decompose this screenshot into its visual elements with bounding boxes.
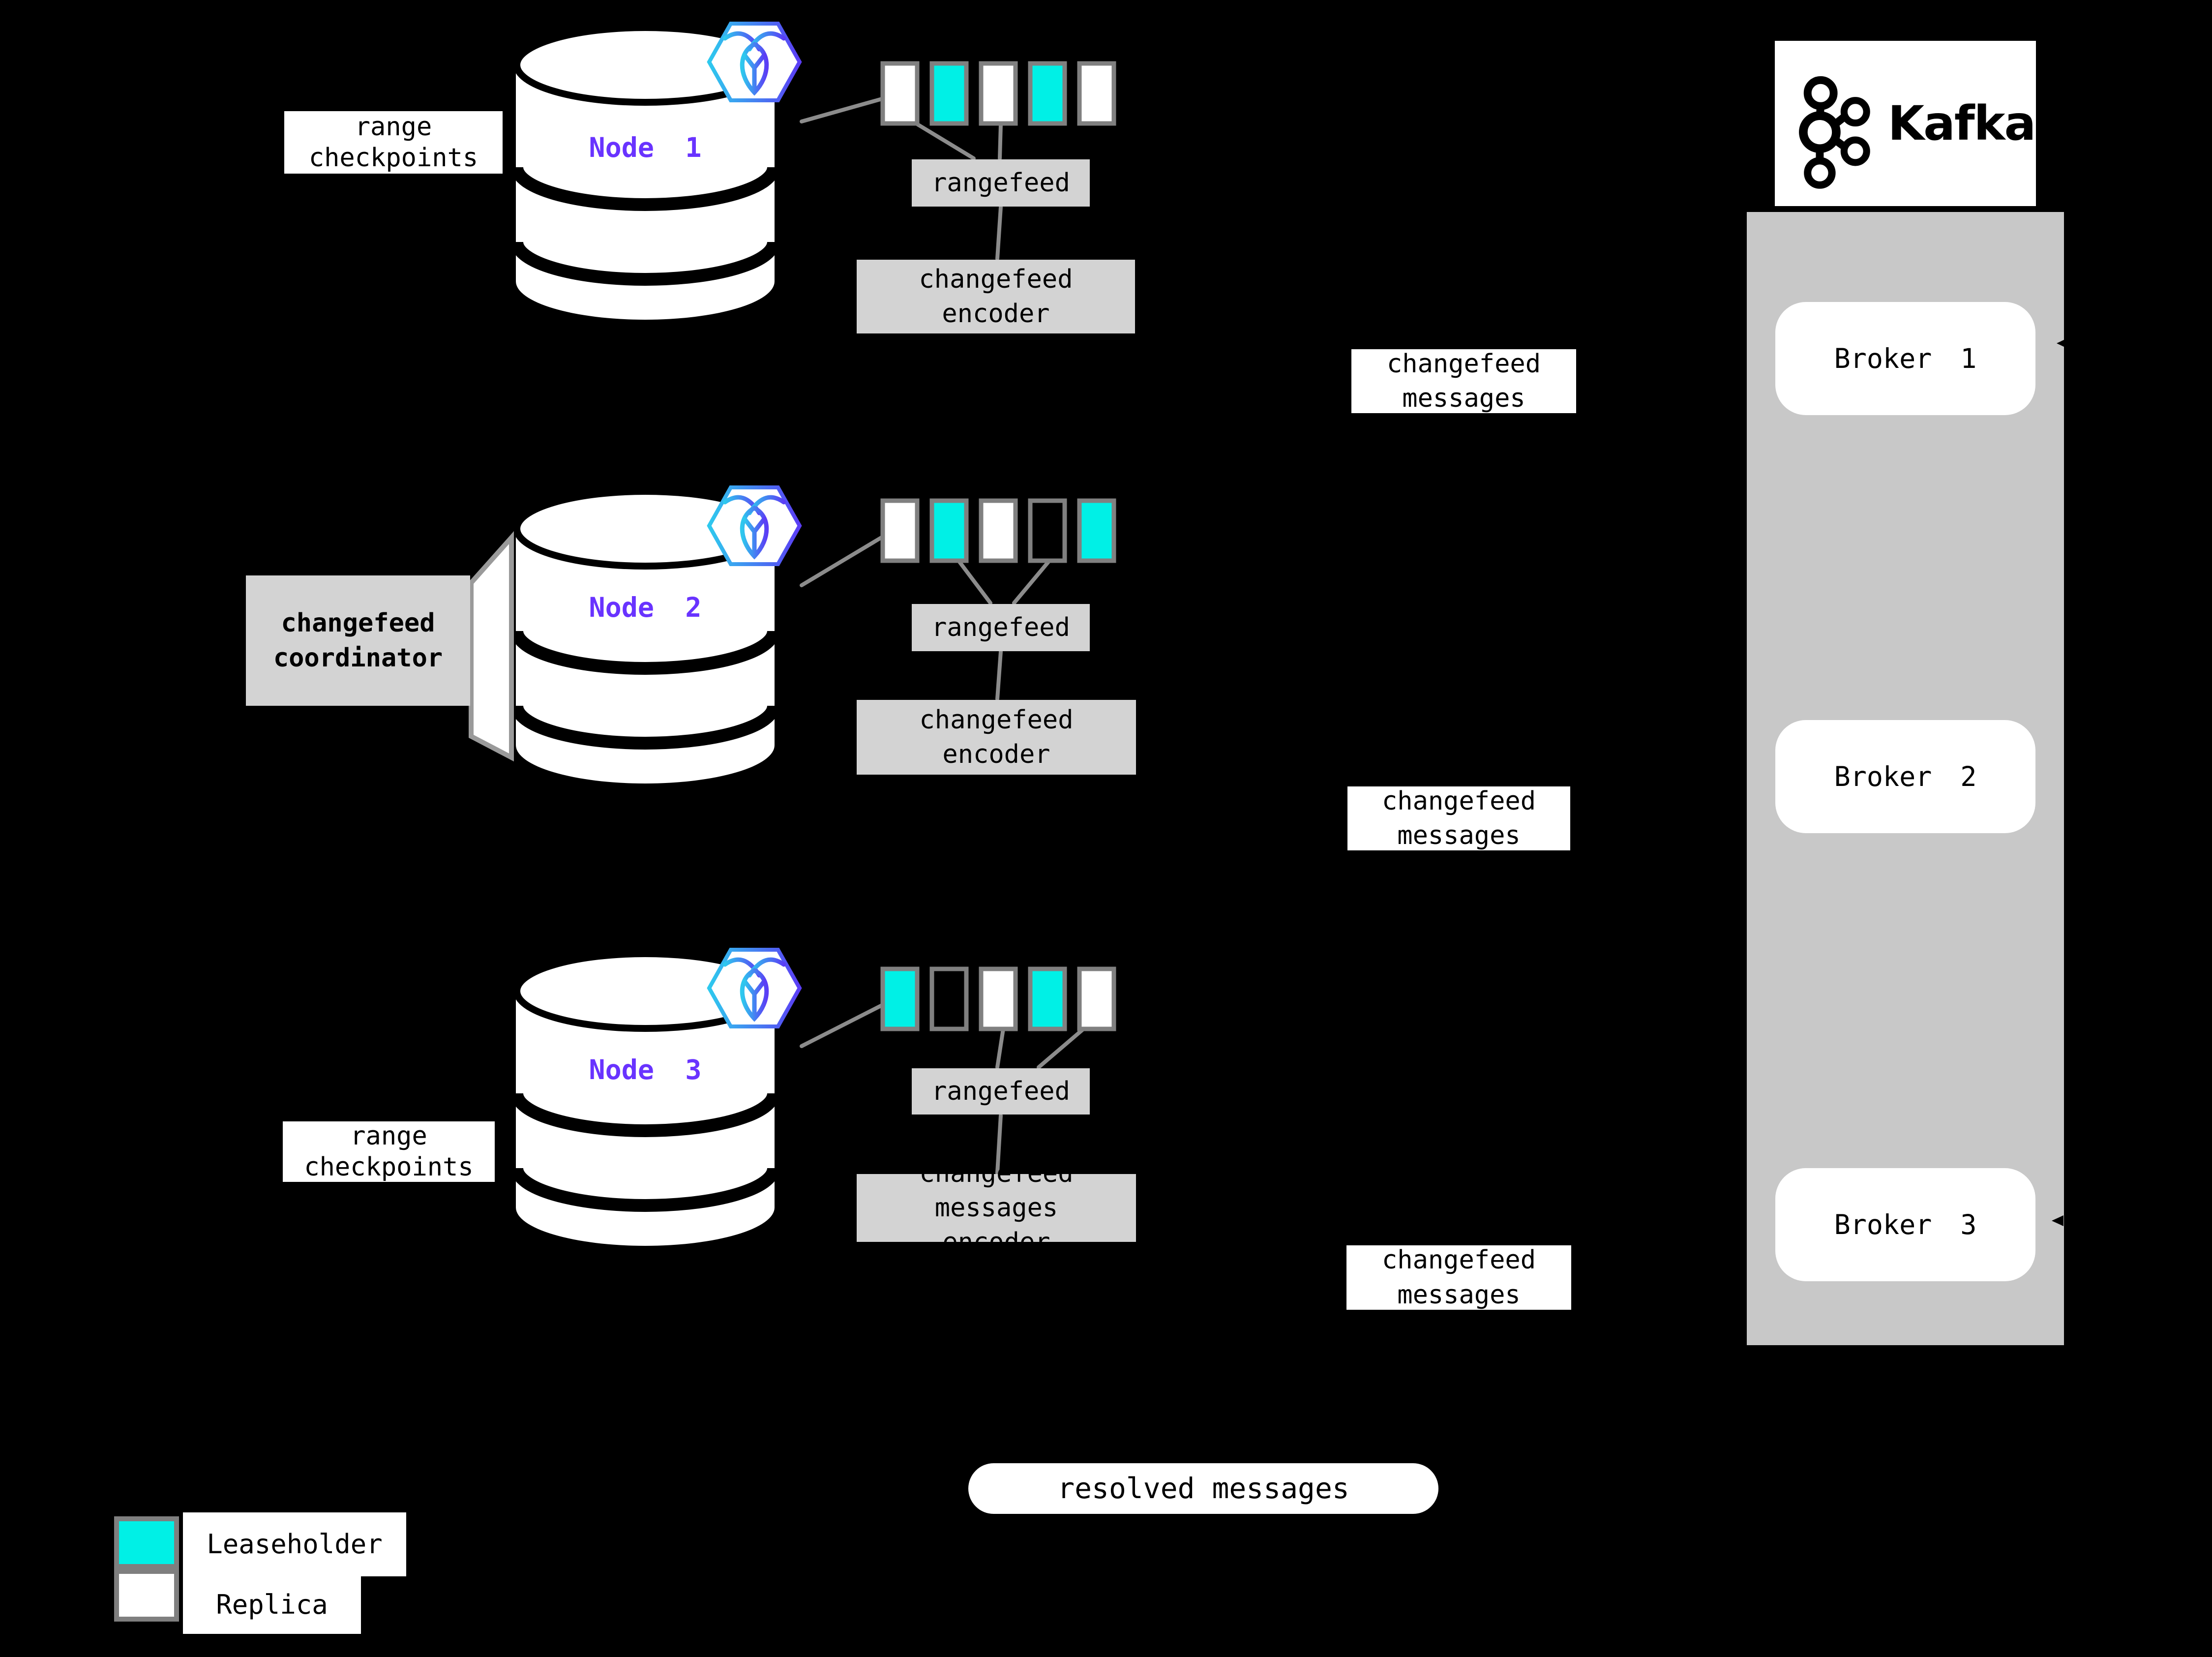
rangefeed-label: rangefeed: [912, 1068, 1090, 1115]
connector-line: [800, 534, 886, 587]
rangefeed-label: rangefeed: [912, 604, 1090, 651]
connector-line: [995, 205, 1003, 261]
legend-label-leaseholder: Leaseholder: [183, 1512, 406, 1576]
connector-line: [995, 1027, 1005, 1069]
coordinator-funnel-shape: [469, 531, 514, 762]
range-square-leaseholder: [929, 498, 969, 563]
broker-box: Broker 1: [1775, 302, 2035, 415]
range-square-empty: [1028, 498, 1067, 563]
range-square-leaseholder: [929, 61, 969, 126]
range-squares: [880, 966, 1116, 1031]
node-label: Node 3: [589, 1054, 702, 1085]
changefeed-messages-label: changefeed messages: [1347, 786, 1570, 850]
legend-label-replica: Replica: [183, 1576, 361, 1634]
range-square-replica: [880, 498, 920, 563]
range-square-leaseholder: [1077, 498, 1116, 563]
range-square-replica: [979, 966, 1018, 1031]
range-square-leaseholder: [1028, 966, 1067, 1031]
range-square-replica: [1077, 966, 1116, 1031]
cockroachdb-logo-icon: [707, 948, 802, 1028]
connector-line: [800, 96, 886, 123]
changefeed-messages-label: changefeed messages: [1346, 1245, 1571, 1310]
connector-line: [957, 559, 992, 605]
broker-box: Broker 2: [1775, 720, 2035, 833]
node-label: Node 2: [589, 591, 702, 623]
changefeed-encoder-label: changefeed encoder: [857, 700, 1136, 775]
changefeed-coordinator-label: changefeed coordinator: [246, 575, 470, 706]
kafka-logo-icon: [1798, 76, 1870, 189]
connector-line: [1012, 559, 1051, 605]
changefeed-messages-label: changefeed messages: [1351, 349, 1576, 413]
range-square-empty: [929, 966, 969, 1031]
resolved-messages-pill: resolved messages: [968, 1463, 1438, 1514]
rangefeed-label: rangefeed: [912, 159, 1090, 207]
connector-line: [916, 122, 976, 160]
kafka-logo-box: Kafka: [1775, 41, 2036, 206]
arrow-left-icon: [2057, 336, 2071, 350]
range-square-replica: [979, 498, 1018, 563]
connector-line: [998, 122, 1003, 160]
range-checkpoints-label: range checkpoints: [283, 1121, 495, 1182]
legend-swatch-leaseholder: [114, 1516, 179, 1569]
broker-box: Broker 3: [1775, 1168, 2035, 1281]
range-square-replica: [979, 61, 1018, 126]
connector-line: [1037, 1025, 1088, 1069]
range-square-replica: [880, 61, 920, 126]
kafka-wordmark: Kafka: [1887, 96, 2036, 151]
changefeed-encoder-label: changefeed encoder: [857, 260, 1135, 333]
database-node-cylinder: [510, 488, 780, 783]
range-square-leaseholder: [1028, 61, 1067, 126]
connector-line: [995, 1114, 1003, 1175]
connector-line: [800, 1002, 886, 1048]
database-node-cylinder: [510, 950, 780, 1246]
arrow-left-icon: [2052, 1215, 2063, 1226]
legend-swatch-replica: [114, 1569, 179, 1622]
range-squares: [880, 61, 1116, 126]
range-squares: [880, 498, 1116, 563]
node-label: Node 1: [589, 131, 702, 163]
database-node-cylinder: [510, 24, 780, 320]
range-checkpoints-label: range checkpoints: [284, 111, 503, 174]
connector-lines: [800, 96, 1088, 1175]
cockroachdb-logo-icon: [707, 485, 802, 566]
cockroachdb-logo-icon: [707, 22, 802, 102]
range-square-replica: [1077, 61, 1116, 126]
range-square-leaseholder: [880, 966, 920, 1031]
connector-line: [995, 650, 1003, 701]
changefeed-encoder-label: changefeed messages encoder: [857, 1159, 1136, 1257]
